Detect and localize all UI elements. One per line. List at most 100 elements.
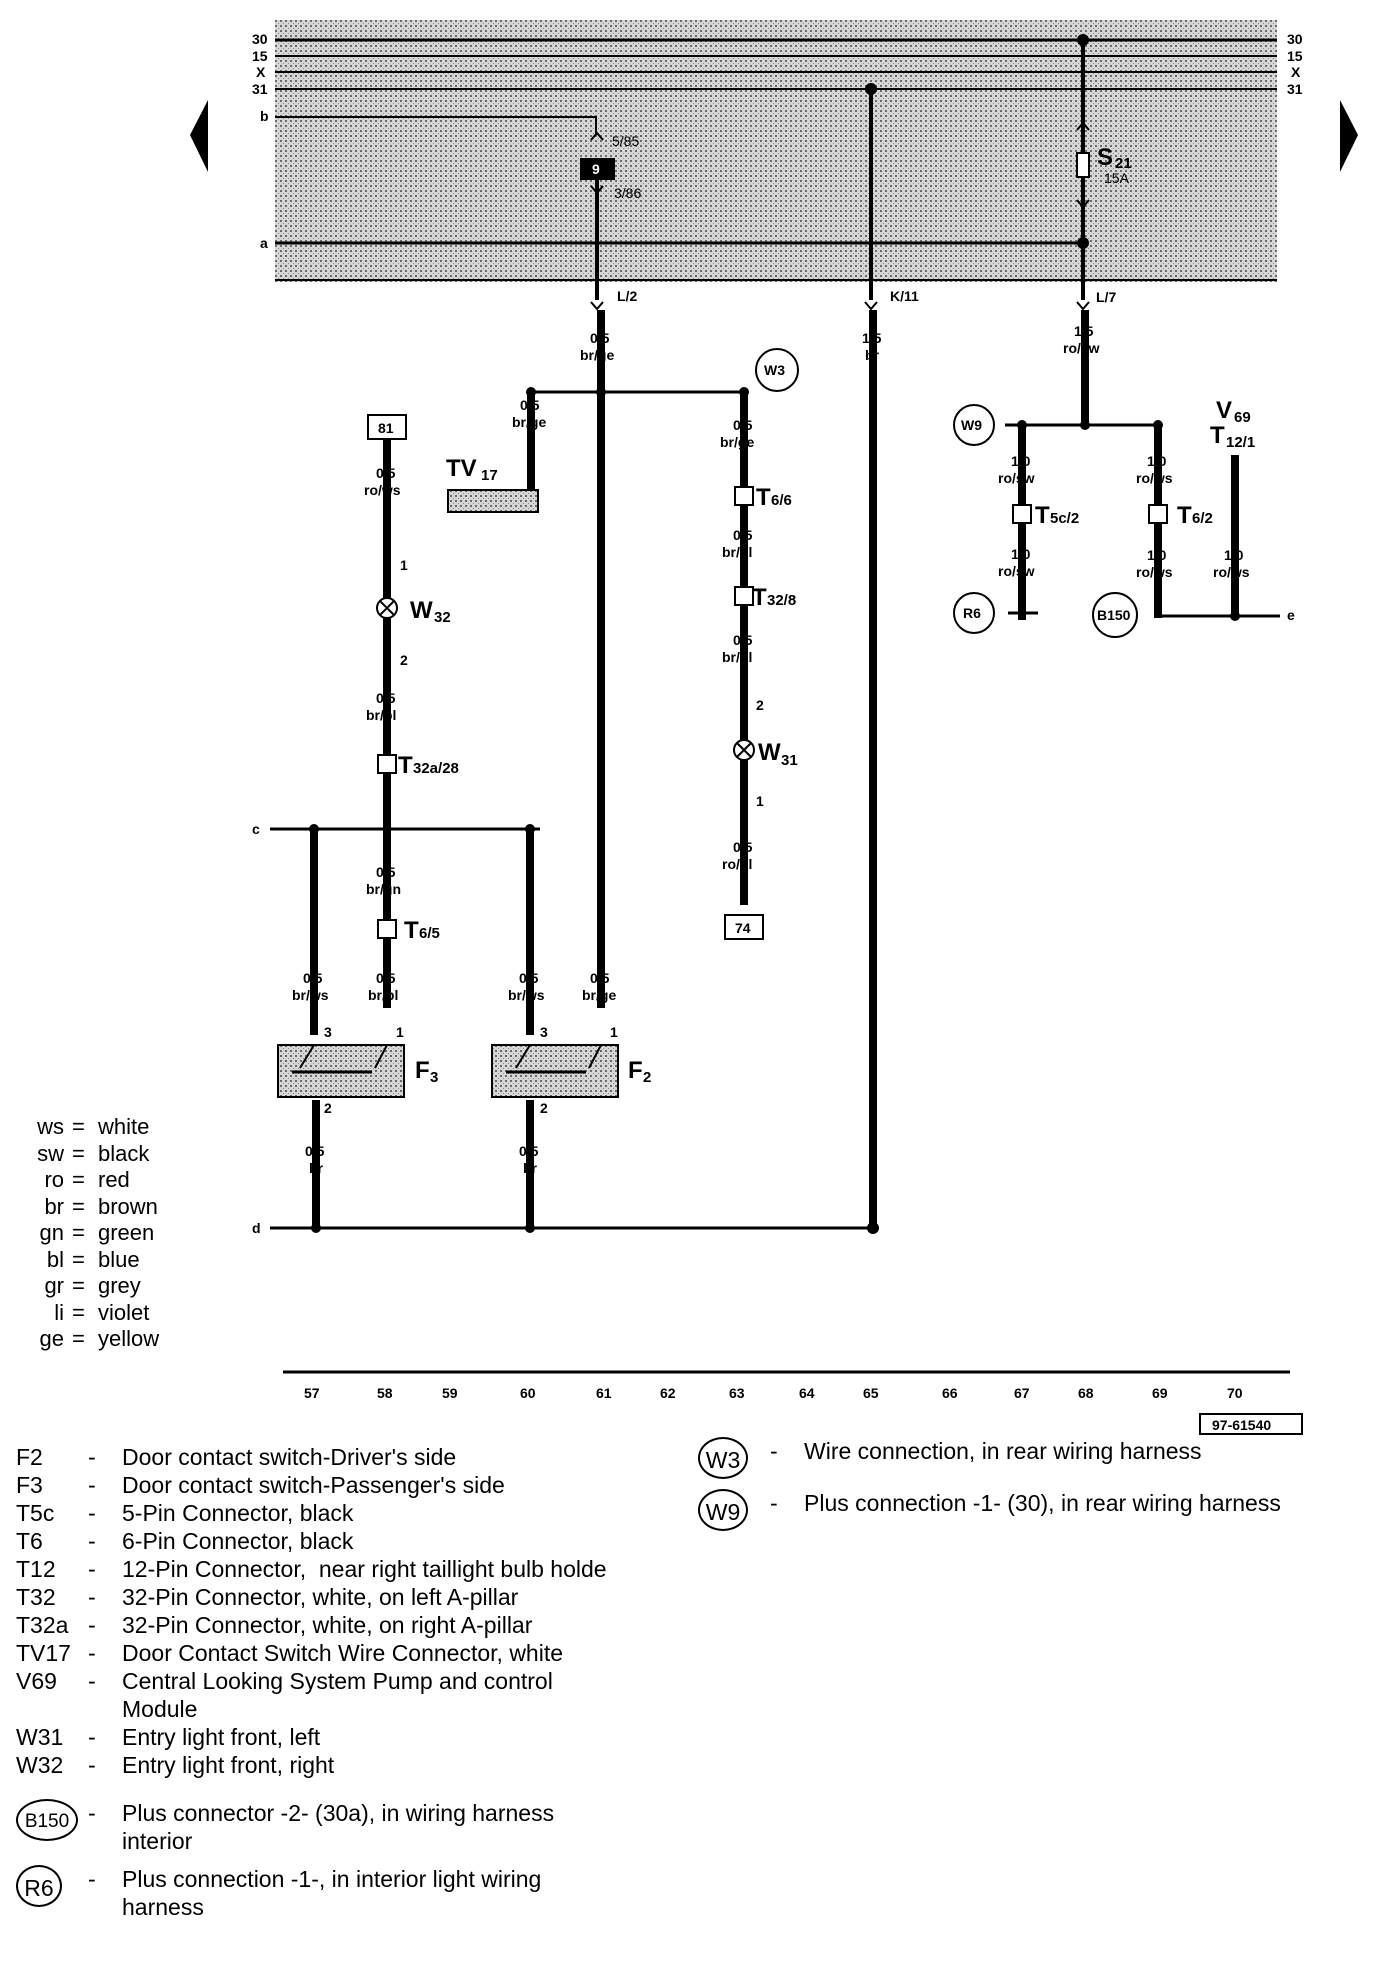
f2-pin3: 3 [540,1024,548,1040]
legend-code: W31 [16,1724,64,1750]
wire-w31-size: 0,5 [733,839,753,855]
legend-dash: - [88,1444,96,1470]
color-code-abbr: ro [44,1167,64,1192]
column-number: 68 [1078,1385,1094,1401]
ref-74-label: 74 [735,920,751,936]
t5c2-connector-icon [1012,504,1032,524]
t32a-sub: 32a/28 [413,760,459,777]
f3-pin2: 2 [324,1100,332,1116]
wire-w32-color: br/bl [366,707,396,723]
wire-t66-color: br/bl [722,544,752,560]
legend-dash: - [88,1612,96,1638]
figure-id: 97-61540 [1212,1417,1271,1433]
legend-dash: - [88,1724,96,1750]
legend-desc: Central Looking System Pump and control … [122,1668,553,1722]
color-code-equals: = [72,1114,85,1139]
legend-code: T32 [16,1584,56,1610]
color-code-name: red [98,1167,130,1192]
legend-desc: Door Contact Switch Wire Connector, whit… [122,1640,564,1666]
wire-69a-size: 1,0 [1147,453,1167,469]
legend-desc: Entry light front, left [122,1724,321,1750]
legend-dash: - [88,1866,96,1892]
rail-label-c: c [252,821,260,837]
color-code-equals: = [72,1140,85,1166]
rail-label-x-right: X [1291,64,1301,80]
color-code-name: black [98,1140,150,1166]
v69-sub: 69 [1234,409,1251,426]
wire-61-color: br/ge [580,347,614,363]
legend-circled-row: R6-Plus connection -1-, in interior ligh… [16,1865,607,1921]
legend-desc: 6-Pin Connector, black [122,1528,354,1554]
wire-t328-color: br/bl [722,649,752,665]
exit-l2: L/2 [617,288,637,304]
f3-pin1: 1 [396,1024,404,1040]
t62-sub: 6/2 [1192,510,1213,527]
legend-dash: - [88,1752,96,1778]
fuse-name: S [1097,144,1113,171]
t328-name: T [752,584,767,611]
legend-right-code: W3 [698,1437,748,1479]
ref-81-label: 81 [378,420,394,436]
color-code-equals: = [72,1299,85,1325]
r6-connection-circle [953,592,995,634]
next-page-arrow-icon[interactable] [1340,100,1358,172]
legend-circled-code: R6 [16,1865,62,1907]
wire-70-color: ro/ws [1213,564,1250,580]
legend-row: T32a-32-Pin Connector, white, on right A… [16,1611,607,1639]
column-number: 59 [442,1385,458,1401]
legend-row: F2-Door contact switch-Driver's side [16,1443,607,1471]
legend-row: T6-6-Pin Connector, black [16,1527,607,1555]
wire-w3-color: br/ge [720,434,754,450]
w3-connection-label: W3 [764,362,785,378]
wire-67b-size: 1,0 [1011,546,1031,562]
legend-desc: 5-Pin Connector, black [122,1500,354,1526]
t65-sub: 6/5 [419,925,440,942]
f3-pin3: 3 [324,1024,332,1040]
column-number: 64 [799,1385,815,1401]
figure-id-box [1199,1413,1303,1435]
fuse-sub: 21 [1115,155,1132,172]
legend-dash: - [88,1640,96,1666]
t62-name: T [1177,502,1192,529]
w31-name: W [758,739,781,766]
legend-row: TV17-Door Contact Switch Wire Connector,… [16,1639,607,1667]
wire-w31-color: ro/bl [722,856,752,872]
color-code-name: white [98,1114,150,1139]
legend-dash: - [88,1556,96,1582]
rail-label-15-right: 15 [1287,48,1303,64]
legend-desc: Door contact switch-Passenger's side [122,1472,505,1498]
color-code-abbr: bl [46,1246,64,1272]
wire-67a-size: 1,0 [1011,453,1031,469]
color-code-abbr: br [44,1193,64,1219]
color-code-row: ge=yellow [18,1326,160,1353]
prev-page-arrow-icon[interactable] [190,100,208,172]
column-number: 66 [942,1385,958,1401]
tv17-name: TV [446,455,477,482]
legend-dash: - [88,1668,96,1694]
b150-connection-label: B150 [1097,607,1131,623]
wire-w3-size: 0,5 [733,417,753,433]
color-code-equals: = [72,1167,85,1192]
f2-name: F [628,1057,643,1084]
legend-desc: Plus connection -1- (30), in rear wiring… [804,1490,1281,1516]
t66-connector-icon [734,486,754,506]
t32a-name: T [398,752,413,779]
legend-desc: 12-Pin Connector, near right taillight b… [122,1556,607,1582]
legend-desc: Plus connection -1-, in interior light w… [122,1866,542,1920]
w32-pin1: 1 [400,557,408,573]
legend-desc: Entry light front, right [122,1752,335,1778]
wire-t32a-size: 0,5 [376,864,396,880]
ref-74-box [724,914,764,940]
wire-f3-3-size: 0,5 [303,970,323,986]
legend-desc: Door contact switch-Driver's side [122,1444,457,1470]
column-number: 60 [520,1385,536,1401]
legend-dash: - [88,1800,96,1826]
legend-code: W32 [16,1752,64,1778]
color-code-abbr: gn [39,1220,64,1245]
exit-k11: K/11 [890,288,919,304]
wire-f2-3-size: 0,5 [519,970,539,986]
wire-68-color: ro/sw [1063,340,1100,356]
wire-tv17-size: 0,5 [520,397,540,413]
wire-69b-color: ro/ws [1136,564,1173,580]
